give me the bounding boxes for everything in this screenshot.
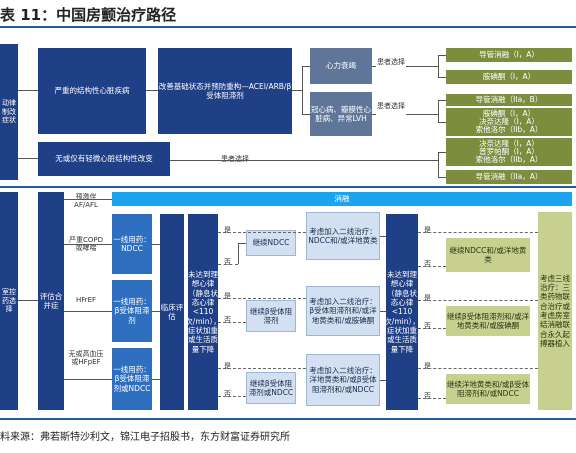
ablation-bar: 消融 (112, 192, 572, 206)
outcome-group-2: 胺碘酮（I，A） 决奈达隆（I，A） 索他洛尔（IIb，A） (446, 108, 572, 136)
patient-choice-label-2: 患者选择 (377, 102, 405, 110)
outcome-amiodarone-2: 胺碘酮（I，A） (482, 109, 536, 119)
cad-valve-box: 冠心病、瓣膜性心脏病、异常LVH (310, 92, 372, 136)
not-reached-box-1: 未达到理想心律（静息状态心律<110次/min），症状加重或生活质量下降 (188, 214, 218, 410)
yes-label-2: 是 (224, 292, 231, 300)
continue-digitalis-beta-ndcc: 继续洋地黄类和/或β受体阻滞剂和/或NDCC (446, 374, 530, 404)
no-label-3: 否 (224, 390, 231, 398)
outcome-sotalol-1: 索他洛尔（IIb，A） (475, 124, 543, 134)
no-label-6: 否 (424, 392, 431, 400)
pre-excitation-label: 预激伴AF/AFL (74, 193, 98, 210)
patient-choice-label-3: 患者选择 (221, 155, 249, 163)
heart-failure-box: 心力衰竭 (310, 48, 372, 84)
yes-label-6: 是 (424, 362, 431, 370)
copd-label: 严重COPD或哮喘 (68, 236, 103, 253)
no-label-5: 否 (424, 322, 431, 330)
no-label-4: 否 (424, 260, 431, 268)
top-left-block: 动律制改症状 (0, 44, 18, 180)
outcome-amiodarone-1: 胺碘酮（I，A） (446, 70, 572, 84)
outcome-ablation-1a: 导管消融（I，A） (446, 48, 572, 62)
keep-beta-ndcc-box: 继续β受体阻滞剂或NDCC (246, 372, 296, 404)
page-title: 表 11：中国房颤治疗路径 (0, 6, 177, 24)
yes-label-1: 是 (224, 226, 231, 234)
continue-beta-digitalis-amio: 继续β受体阻滞剂和/或洋地黄类和/或胺碘酮 (446, 306, 530, 336)
clinical-assessment-box: 临床评估 (160, 214, 184, 410)
outcome-dronedarone-1: 决奈达隆（I，A） (479, 117, 539, 127)
no-label-2: 否 (224, 316, 231, 324)
section-rule (0, 186, 576, 188)
hfpef-label: 无或高血压或HFpEF (68, 350, 104, 367)
source-note: 料来源：弗若斯特沙利文，锦江电子招股书，东方财富证券研究所 (0, 432, 290, 443)
hfref-label: HFrEF (75, 296, 97, 304)
patient-choice-label-1: 患者选择 (377, 58, 405, 66)
keep-ndcc-box: 继续NDCC (246, 230, 296, 256)
outcome-sotalol-2: 索他洛尔（IIb，A） (475, 154, 543, 164)
yes-label-4: 是 (424, 226, 431, 234)
title-rule (0, 26, 576, 28)
first-line-beta-ndcc: 一线用药：β受体阻滞剂或NDCC (112, 348, 152, 410)
first-line-beta: 一线用药：β受体阻滞剂 (112, 280, 152, 342)
bottom-rule (0, 418, 576, 420)
second-line-c: 考虑加入二线治疗：洋地黄类和/或β受体阻滞剂和/或NDCC (306, 354, 380, 406)
outcome-ablation-2aa: 导管消融（IIa，A） (446, 170, 572, 184)
severe-structural-box: 严重的结构性心脏疾病 (38, 48, 146, 134)
outcome-propafenone: 普罗帕酮（I，A） (479, 147, 539, 157)
continue-ndcc-digitalis: 继续NDCC和/或洋地黄类 (446, 238, 530, 272)
mild-structural-box: 无或仅有轻微心脏结构性改变 (38, 142, 170, 176)
yes-label-3: 是 (224, 362, 231, 370)
bottom-left-block: 室控药选择 (0, 192, 18, 410)
no-label-1: 否 (224, 258, 231, 266)
assess-comorbidity-box: 评估合并症 (38, 192, 64, 410)
not-reached-box-2: 未达到理想心律（静息状态心律<110次/min），症状加重或生活质量下降 (386, 214, 418, 410)
outcome-group-3: 决奈达隆（I，A） 普罗帕酮（I，A） 索他洛尔（IIb，A） (446, 138, 572, 166)
yes-label-5: 是 (424, 294, 431, 302)
third-line-box: 考虑三线治疗：三类药物联合治疗或考虑房室结消融联合永久起搏器植入 (538, 212, 572, 410)
second-line-b: 考虑加入二线治疗：β受体阻滞剂和/或洋地黄类和/或胺碘酮 (306, 286, 380, 336)
second-line-a: 考虑加入二线治疗：NDCC和/或洋地黄类 (306, 212, 380, 260)
outcome-ablation-2ab: 导管消融（IIa，B） (446, 94, 572, 106)
keep-beta-box: 继续β受体阻滞剂 (246, 300, 296, 332)
outcome-dronedarone-2: 决奈达隆（I，A） (479, 139, 539, 149)
acei-arb-box: 改善基础状态并预防重构—ACEI/ARB/β受体阻滞剂 (158, 48, 292, 134)
first-line-ndcc: 一线用药：NDCC (112, 214, 152, 274)
